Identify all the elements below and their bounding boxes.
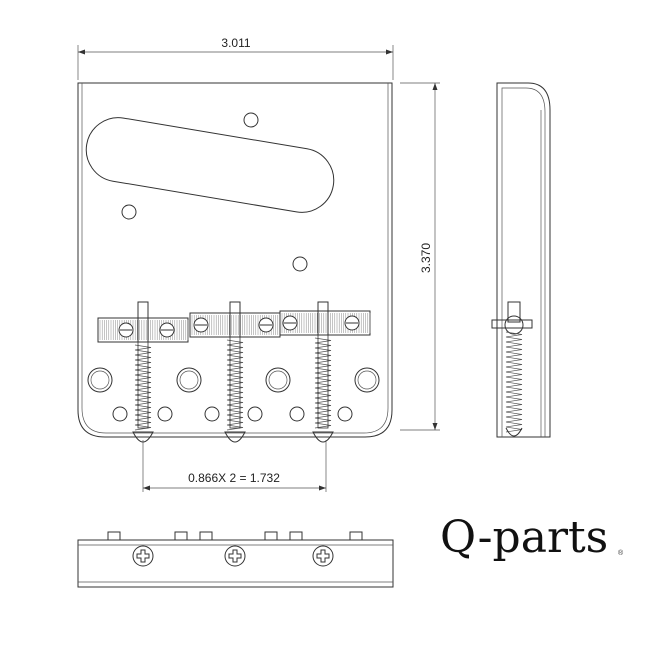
- saddle-top: [349, 531, 363, 541]
- bridge-front-view: [77, 531, 394, 588]
- phillips-screw: [224, 545, 246, 567]
- saddle-top: [174, 531, 188, 541]
- svg-text:Q-parts: Q-parts: [440, 512, 608, 563]
- spring: [134, 344, 152, 431]
- saddle-top: [289, 531, 303, 541]
- spacing-dimension-line: [142, 440, 327, 492]
- string-hole: [265, 367, 291, 393]
- saddle-top: [107, 531, 121, 541]
- cross-icon: [228, 549, 242, 563]
- small-hole: [289, 406, 305, 422]
- mounting-hole: [121, 204, 137, 220]
- screw-head: [132, 431, 154, 443]
- svg-text:®: ®: [618, 549, 624, 557]
- phillips-screw: [312, 545, 334, 567]
- mounting-hole: [292, 256, 308, 272]
- cross-icon: [136, 549, 150, 563]
- bridge-plate-top-view: [77, 82, 393, 443]
- spring: [314, 337, 332, 429]
- screw-head: [312, 431, 334, 443]
- string-hole: [87, 367, 113, 393]
- small-hole: [112, 406, 128, 422]
- small-hole: [204, 406, 220, 422]
- mounting-hole: [243, 112, 259, 128]
- intonation-screw: [137, 301, 149, 319]
- string-hole: [176, 367, 202, 393]
- bridge-side-view: [491, 82, 551, 438]
- small-hole: [157, 406, 173, 422]
- spacing-dimension-label: 0.866X 2 = 1.732: [188, 471, 280, 485]
- saddle: [279, 301, 371, 443]
- intonation-screw: [229, 301, 241, 314]
- screw-head: [224, 431, 246, 443]
- saddle-top: [264, 531, 278, 541]
- q-parts-logo: Q-parts ®: [440, 512, 624, 563]
- string-hole: [354, 367, 380, 393]
- width-dimension-label: 3.011: [221, 36, 250, 50]
- small-hole: [337, 406, 353, 422]
- saddle: [189, 301, 281, 443]
- pickup-slot: [85, 117, 335, 213]
- saddle: [97, 301, 189, 443]
- small-hole: [247, 406, 263, 422]
- spring: [505, 331, 523, 433]
- saddle-top: [199, 531, 213, 541]
- spring: [226, 339, 244, 431]
- height-dimension-label: 3.370: [419, 243, 433, 273]
- phillips-screw: [132, 545, 154, 567]
- height-dimension-line: [400, 82, 440, 431]
- width-dimension-line: [77, 45, 394, 80]
- intonation-screw: [317, 301, 329, 312]
- cross-icon: [316, 549, 330, 563]
